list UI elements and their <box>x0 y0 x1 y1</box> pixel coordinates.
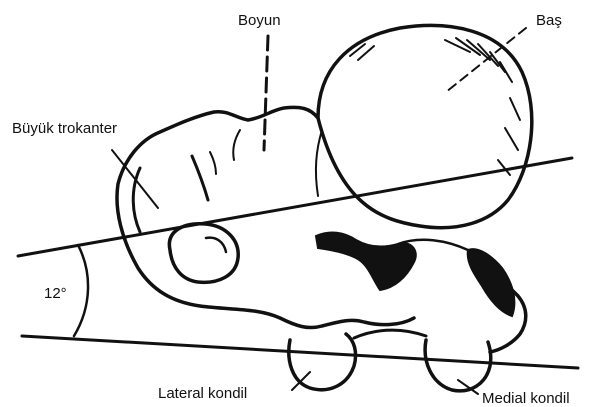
medial-condyle <box>425 340 491 391</box>
intercondylar-shadow <box>316 233 416 290</box>
medial-condyle-label: Medial kondil <box>482 390 570 407</box>
intercondylar-shadow-right <box>468 249 515 316</box>
head-hatching <box>350 38 520 175</box>
lateral-condyle <box>289 334 356 390</box>
neck-axis-line <box>18 158 572 256</box>
angle-label: 12° <box>44 285 67 302</box>
lateral-condyle-label: Lateral kondil <box>158 385 247 402</box>
trochanter-dash <box>192 156 208 200</box>
neck-contour-2 <box>233 130 240 160</box>
head-label: Baş <box>536 12 562 29</box>
angle-arc <box>74 245 88 336</box>
neck-leader <box>264 36 268 150</box>
lesser-trochanter <box>169 224 238 283</box>
lesser-trochanter-inner <box>206 238 226 252</box>
trochanter-dash-2 <box>210 152 216 174</box>
greater-trochanter-label: Büyük trokanter <box>12 120 117 137</box>
condyle-bridge <box>354 330 426 338</box>
neck-contour <box>316 130 322 196</box>
neck-label: Boyun <box>238 12 281 29</box>
